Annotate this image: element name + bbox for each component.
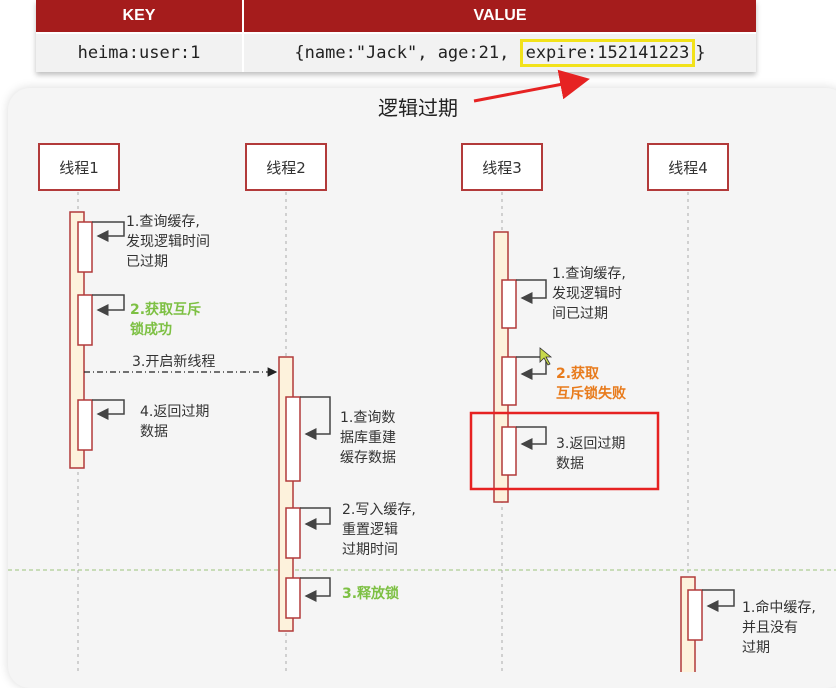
thread-4-box: 线程4: [647, 143, 729, 191]
t1-self-return: [92, 399, 125, 420]
t1-act-query: [77, 221, 93, 273]
t2-self-write: [300, 507, 331, 530]
t3-self-query: [516, 279, 547, 304]
t1-start-thread-label: 3.开启新线程: [132, 354, 216, 370]
t4-act-hit: [687, 589, 703, 641]
t3-return-label: 3.返回过期 数据: [556, 436, 626, 472]
t2-self-query: [300, 396, 331, 440]
t1-self-query: [92, 221, 125, 242]
t3-query-label: 1.查询缓存, 发现逻辑时 间已过期: [552, 266, 626, 322]
key-header: KEY: [36, 0, 244, 33]
t2-release-label: 3.释放锁: [342, 586, 400, 602]
thread-3-box: 线程3: [461, 143, 543, 191]
t2-act-write: [285, 507, 301, 559]
expire-highlight: expire:152141223: [519, 38, 696, 67]
t2-act-query: [285, 396, 301, 482]
logical-expire-annotation: 逻辑过期: [378, 96, 458, 120]
t4-hit-label: 1.命中缓存, 并且没有 过期: [742, 600, 816, 656]
key-value-table: KEY VALUE heima:user:1 {name:"Jack", age…: [36, 0, 756, 72]
t2-write-label: 2.写入缓存, 重置逻辑 过期时间: [342, 502, 416, 558]
t3-act-lock: [501, 356, 517, 406]
key-cell: heima:user:1: [36, 31, 244, 72]
t3-act-query: [501, 279, 517, 329]
t1-self-lock: [92, 294, 125, 316]
value-header: VALUE: [243, 0, 756, 33]
t1-act-lock: [77, 294, 93, 346]
self-calls: [92, 221, 735, 612]
t1-lock-label: 2.获取互斥 锁成功: [130, 302, 202, 338]
t2-self-release: [300, 577, 331, 602]
t2-act-release: [285, 577, 301, 619]
sequence-diagram: [8, 69, 836, 672]
value-prefix: {name:"Jack", age:21,: [294, 42, 520, 63]
t3-act-return: [501, 426, 517, 476]
annotation-arrow: [473, 69, 590, 103]
t2-query-label: 1.查询数 据库重建 缓存数据: [340, 410, 396, 466]
t1-query-label: 1.查询缓存, 发现逻辑时间 已过期: [126, 214, 210, 270]
t3-self-lock: [516, 356, 547, 380]
t3-lock-fail-label: 2.获取 互斥锁失败: [556, 366, 626, 402]
value-cell: {name:"Jack", age:21, expire:152141223}: [243, 31, 756, 72]
t3-return-highlight: [469, 411, 660, 491]
t1-act-return: [77, 399, 93, 451]
t1-return-label: 4.返回过期 数据: [140, 404, 210, 440]
value-suffix: }: [695, 42, 706, 63]
thread-1-box: 线程1: [38, 143, 120, 191]
t4-self-hit: [702, 589, 735, 612]
cursor-icon: [539, 347, 553, 366]
thread-2-box: 线程2: [245, 143, 327, 191]
t3-self-return: [516, 426, 547, 450]
activations: [69, 211, 703, 672]
